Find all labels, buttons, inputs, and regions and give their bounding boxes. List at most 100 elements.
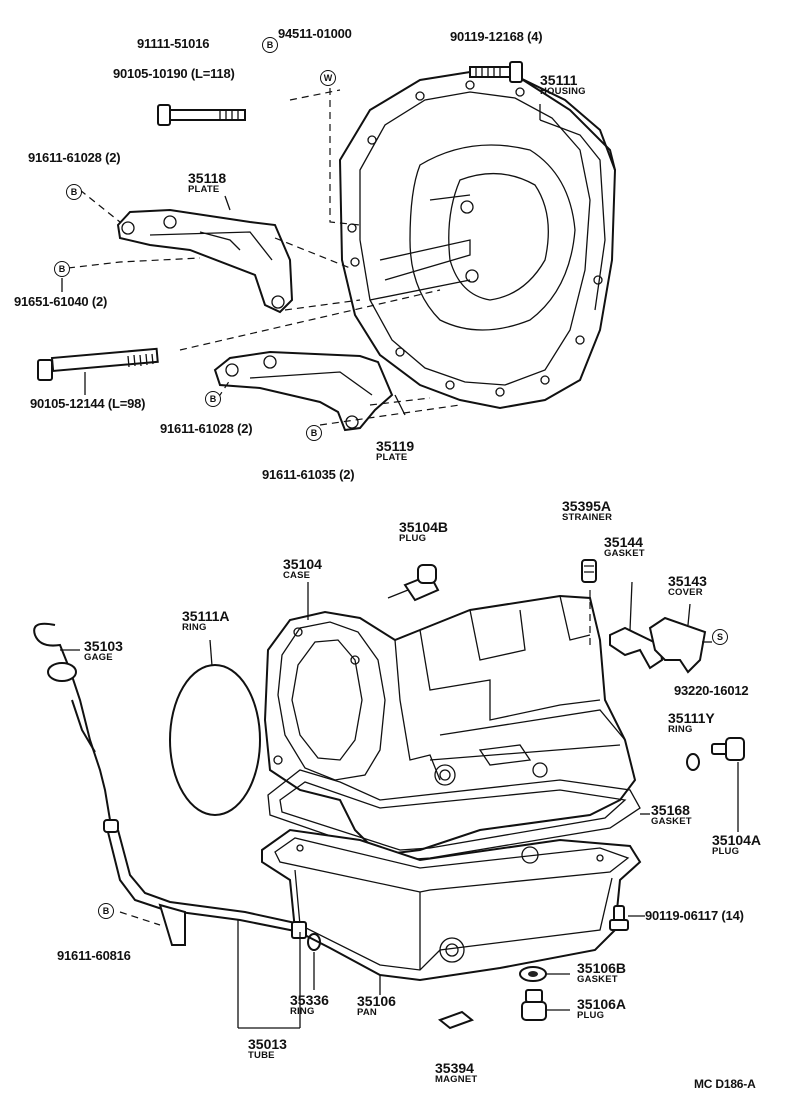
part-35119-name: PLATE: [376, 452, 408, 463]
part-35144-number: 35144: [604, 534, 643, 550]
part-35104b-plug: 35104B PLUG: [399, 519, 449, 545]
label-94511-01000: 94511-01000: [278, 26, 352, 41]
part-35013-number: 35013: [248, 1036, 287, 1052]
part-35119-plate: 35119 PLATE: [376, 438, 415, 464]
part-35104b-name: PLUG: [399, 533, 427, 544]
part-35106a-number: 35106A: [577, 996, 627, 1012]
part-35395a-strainer: 35395A STRAINER: [562, 498, 613, 524]
part-35395a-name: STRAINER: [562, 512, 613, 523]
label-91611-61028-b: 91611-61028 (2): [160, 421, 253, 436]
bolt-90119-06117-drawing: [609, 905, 629, 931]
part-35111-number: 35111: [540, 72, 578, 88]
bolt-90119-12168-drawing: [469, 61, 523, 83]
part-35143-number: 35143: [668, 573, 707, 589]
part-35103-gage: 35103 GAGE: [84, 638, 123, 664]
magnet-35394-drawing: [437, 1010, 475, 1030]
part-35013-name: TUBE: [248, 1050, 275, 1061]
part-35143-cover: 35143 COVER: [668, 573, 707, 599]
bolt-90105-10190-drawing: [157, 104, 246, 126]
part-35111a-name: RING: [182, 622, 207, 633]
badge-b-1: B: [262, 37, 278, 53]
label-91611-61035: 91611-61035 (2): [262, 467, 355, 482]
part-35104-case: 35104 CASE: [283, 556, 322, 582]
part-35143-name: COVER: [668, 587, 703, 598]
badge-b-6: B: [98, 903, 114, 919]
strainer-35395a-drawing: [581, 559, 597, 583]
part-35103-number: 35103: [84, 638, 123, 654]
part-35144-name: GASKET: [604, 548, 645, 559]
part-35106-name: PAN: [357, 1007, 377, 1018]
part-35106a-plug: 35106A PLUG: [577, 996, 627, 1022]
part-35103-name: GAGE: [84, 652, 113, 663]
bolt-90105-12144-drawing: [37, 347, 159, 381]
gasket-35144-drawing: [609, 626, 664, 670]
tube-35013-drawing: [107, 829, 307, 946]
label-91611-60816: 91611-60816: [57, 948, 131, 963]
part-35336-number: 35336: [290, 992, 329, 1008]
label-90105-12144: 90105-12144 (L=98): [30, 396, 146, 411]
part-35104-number: 35104: [283, 556, 322, 572]
label-90119-12168: 90119-12168 (4): [450, 29, 543, 44]
part-35106b-gasket: 35106B GASKET: [577, 960, 627, 986]
badge-b-2: B: [66, 184, 82, 200]
part-35168-number: 35168: [651, 802, 690, 818]
part-35168-gasket: 35168 GASKET: [651, 802, 692, 828]
ring-35111a-drawing: [169, 664, 261, 816]
part-35013-tube: 35013 TUBE: [248, 1036, 287, 1062]
part-35104b-number: 35104B: [399, 519, 449, 535]
plug-35104b-drawing: [387, 564, 440, 602]
plate-35119-drawing: [213, 350, 394, 432]
label-91111-51016: 91111-51016: [137, 36, 210, 51]
part-35106-pan: 35106 PAN: [357, 993, 396, 1019]
part-35336-ring: 35336 RING: [290, 992, 329, 1018]
ring-35336-drawing: [307, 933, 321, 951]
part-35111a-number: 35111A: [182, 608, 230, 624]
gage-35103-drawing: [33, 622, 119, 833]
part-35118-plate: 35118 PLATE: [188, 170, 227, 196]
part-35111y-number: 35111Y: [668, 710, 715, 726]
part-35394-number: 35394: [435, 1060, 474, 1076]
part-35111a-ring: 35111A RING: [182, 608, 230, 634]
plate-35118-drawing: [116, 208, 294, 314]
case-drawing: [263, 594, 637, 857]
part-35104a-name: PLUG: [712, 846, 740, 857]
housing-drawing: [338, 70, 617, 410]
badge-b-3: B: [54, 261, 70, 277]
ring-35111y-drawing: [686, 753, 700, 771]
part-35144-gasket: 35144 GASKET: [604, 534, 645, 560]
badge-s: S: [712, 629, 728, 645]
label-91611-61028-a: 91611-61028 (2): [28, 150, 121, 165]
part-35104a-plug: 35104A PLUG: [712, 832, 762, 858]
part-35118-name: PLATE: [188, 184, 220, 195]
badge-w: W: [320, 70, 336, 86]
part-35106a-name: PLUG: [577, 1010, 605, 1021]
badge-b-4: B: [205, 391, 221, 407]
label-90105-10190: 90105-10190 (L=118): [113, 66, 235, 81]
label-93220-16012: 93220-16012: [674, 683, 749, 698]
part-35111-housing: 35111 HOUSING: [540, 72, 586, 98]
part-35168-name: GASKET: [651, 816, 692, 827]
label-91651-61040: 91651-61040 (2): [14, 294, 108, 309]
part-35336-name: RING: [290, 1006, 315, 1017]
part-35104a-number: 35104A: [712, 832, 762, 848]
pan-35106-drawing: [261, 828, 642, 982]
part-35111y-name: RING: [668, 724, 693, 735]
badge-b-5: B: [306, 425, 322, 441]
part-35106b-number: 35106B: [577, 960, 627, 976]
label-90119-06117: 90119-06117 (14): [645, 908, 744, 923]
diagram-reference-code: MC D186-A: [694, 1077, 756, 1091]
part-35106-number: 35106: [357, 993, 396, 1009]
part-35106b-name: GASKET: [577, 974, 618, 985]
plug-35106a-drawing: [521, 989, 547, 1021]
part-35111-name: HOUSING: [540, 86, 586, 97]
part-35119-number: 35119: [376, 438, 415, 454]
part-35118-number: 35118: [188, 170, 227, 186]
part-35395a-number: 35395A: [562, 498, 612, 514]
cover-35143-drawing: [648, 616, 707, 674]
part-35104-name: CASE: [283, 570, 311, 581]
part-35394-name: MAGNET: [435, 1074, 478, 1085]
part-35111y-ring: 35111Y RING: [668, 710, 715, 736]
plug-35104a-drawing: [711, 737, 745, 761]
part-35394-magnet: 35394 MAGNET: [435, 1060, 478, 1086]
